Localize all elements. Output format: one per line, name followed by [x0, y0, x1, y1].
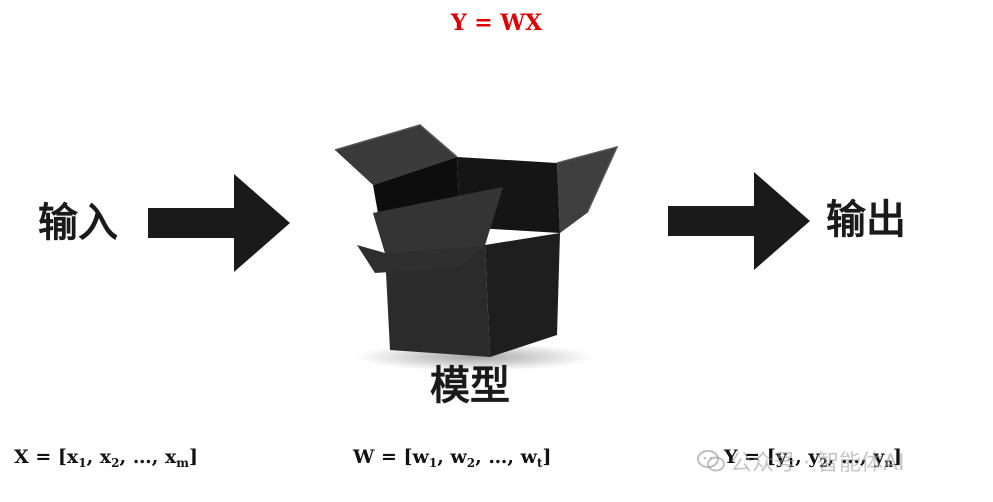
output-arrow-icon	[668, 172, 810, 270]
model-label: 模型	[430, 363, 510, 409]
weight-vector-formula: W = [w1, w2, …, wt]	[353, 446, 552, 470]
input-vector-formula: X = [x1, x2, …, xm]	[14, 446, 198, 470]
watermark-text: 公众号 · 智能体AI	[730, 451, 905, 476]
watermark: 公众号 · 智能体AI	[696, 445, 905, 477]
output-vector-formula: Y = [y1, y2, …, yn]	[724, 446, 902, 470]
wechat-icon	[697, 450, 725, 472]
input-label: 输入	[38, 200, 118, 246]
input-arrow-icon	[148, 174, 290, 272]
black-box-model-icon	[334, 124, 619, 371]
top-formula: Y = WX	[450, 10, 543, 36]
output-label: 输出	[826, 197, 906, 243]
